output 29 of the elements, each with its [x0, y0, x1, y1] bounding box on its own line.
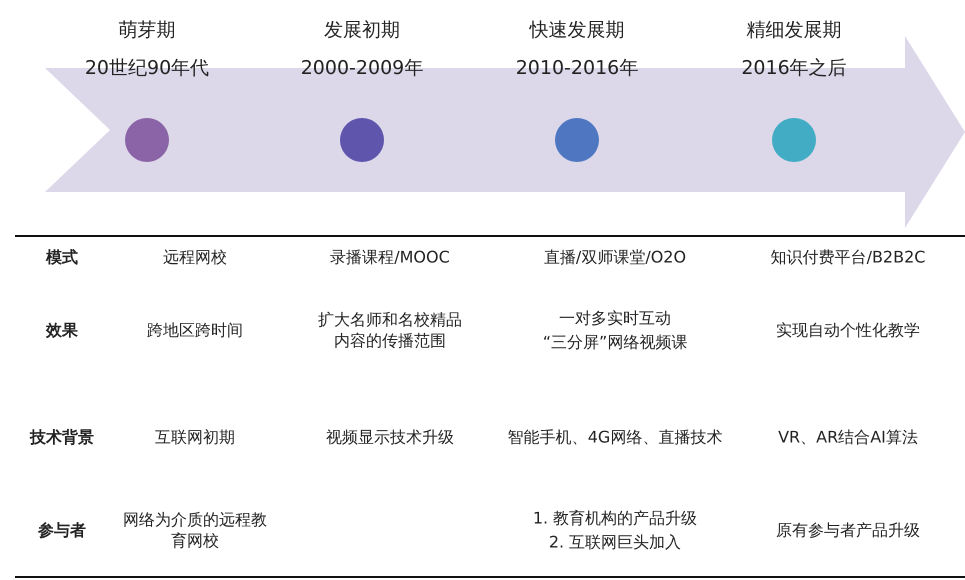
table-text: 直播/双师课堂/O2O [542, 246, 688, 268]
table-text: 一对多实时互动 [558, 308, 672, 328]
stage-years: 2016年之后 [740, 56, 848, 80]
table-text: 视频显示技术升级 [325, 426, 455, 448]
table-text: 远程网校 [162, 246, 228, 268]
table-text: 知识付费平台/B2B2C [770, 246, 926, 268]
table-text: 跨地区跨时间 [146, 320, 244, 340]
row-header: 技术背景 [28, 426, 95, 448]
row-header: 模式 [44, 246, 79, 268]
table-text: 录播课程/MOOC [329, 246, 451, 268]
table-text: “三分屏”网络视频课 [542, 332, 688, 352]
row-header: 效果 [44, 320, 79, 340]
table-text: VR、AR结合AI算法 [777, 426, 919, 448]
table-text: 网络为介质的远程教育网校 [122, 509, 268, 551]
table-text: 扩大名师和名校精品内容的传播范围 [317, 309, 463, 351]
stage-title: 精细发展期 [746, 18, 842, 42]
stage-years: 20世纪90年代 [84, 56, 210, 80]
stage-years: 2000-2009年 [300, 56, 424, 80]
stage-years: 2010-2016年 [514, 56, 640, 80]
table-text: 原有参与者产品升级 [775, 520, 921, 540]
table-text: 2. 互联网巨头加入 [548, 532, 682, 552]
stage-title: 发展初期 [323, 18, 401, 42]
table-text: 1. 教育机构的产品升级 [532, 508, 698, 528]
table-text: 实现自动个性化教学 [775, 320, 921, 340]
row-header: 参与者 [37, 520, 87, 540]
stage-title: 快速发展期 [528, 18, 626, 42]
table-text: 互联网初期 [154, 426, 236, 448]
table-text: 智能手机、4G网络、直播技术 [506, 426, 724, 448]
stage-title: 萌芽期 [118, 18, 176, 42]
